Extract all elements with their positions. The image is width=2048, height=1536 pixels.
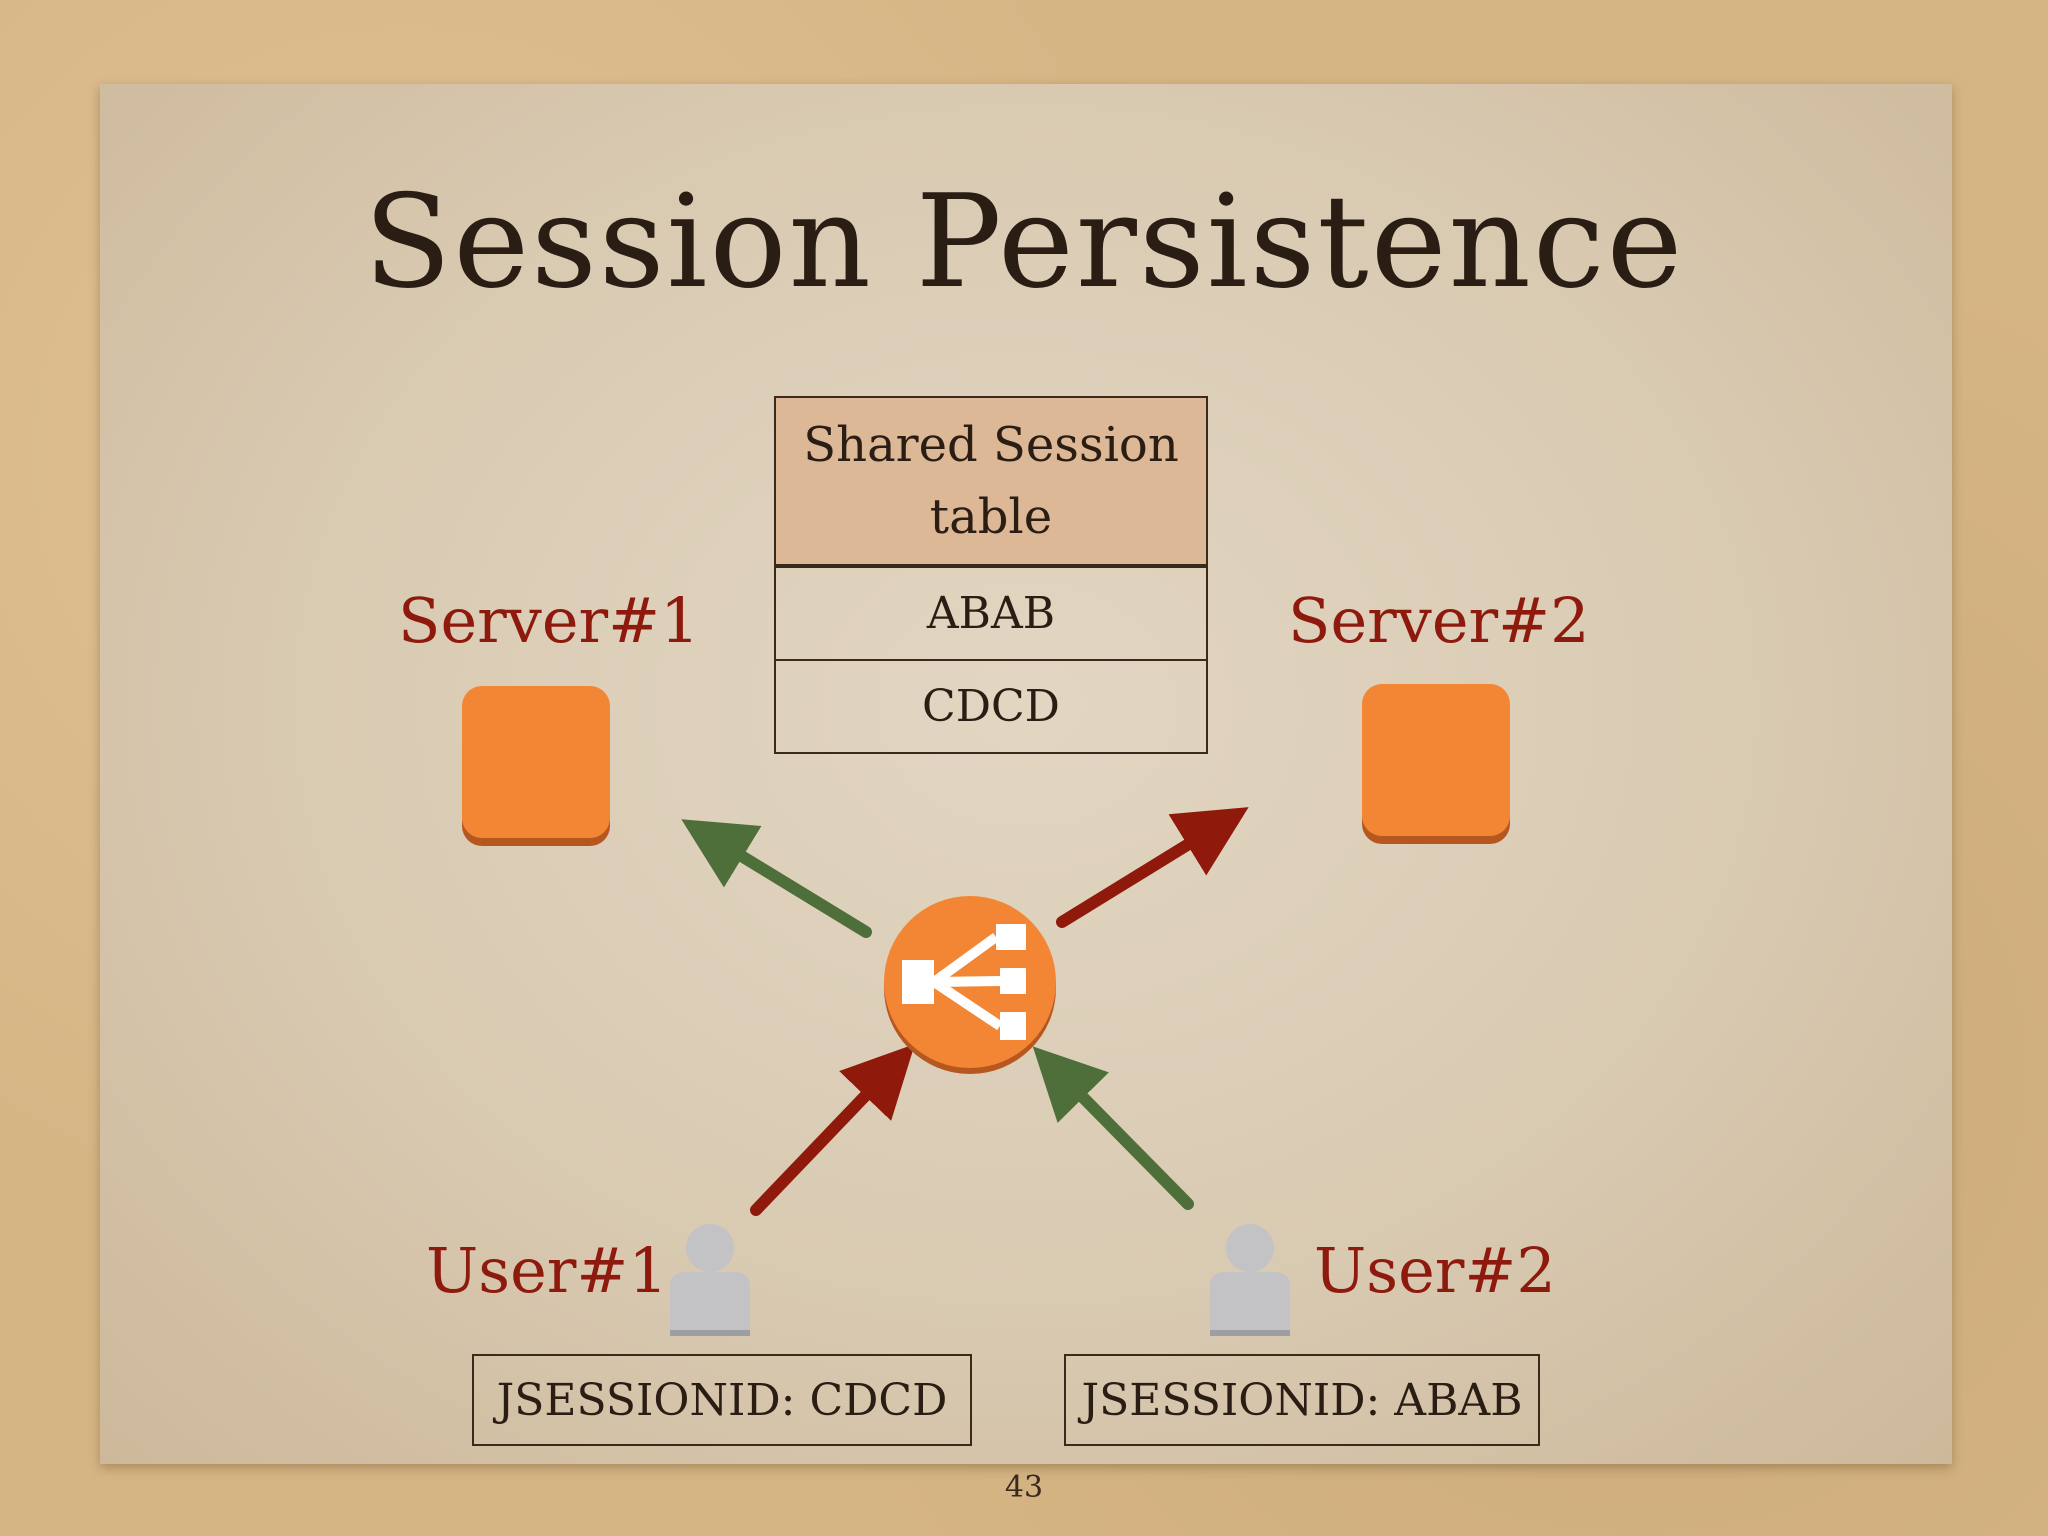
user-2-session-cookie: JSESSIONID: ABAB (1064, 1354, 1540, 1446)
user-1-label: User#1 (426, 1234, 668, 1307)
user-1-session-cookie: JSESSIONID: CDCD (472, 1354, 972, 1446)
server-2-icon (1362, 684, 1510, 836)
shared-session-table: Shared Session table ABAB CDCD (774, 396, 1208, 754)
page-number: 43 (1004, 1470, 1044, 1505)
arrow-user-2-to-lb (1032, 1046, 1194, 1210)
load-balancer-icon (884, 896, 1056, 1074)
arrow-user-1-to-lb (750, 1043, 915, 1216)
slide-paper (100, 84, 1952, 1464)
slide-title: Session Persistence (363, 168, 1685, 317)
arrow-lb-to-server-2 (1056, 807, 1249, 928)
user-2-label: User#2 (1314, 1234, 1556, 1307)
session-table-header: Shared Session table (776, 398, 1206, 568)
user-1-icon (670, 1224, 750, 1336)
server-1-label: Server#1 (398, 584, 700, 657)
session-table-row-1: ABAB (926, 588, 1056, 639)
session-table-row-2: CDCD (776, 659, 1206, 752)
user-2-icon (1210, 1224, 1290, 1336)
arrow-lb-to-server-1 (681, 819, 872, 938)
server-1-icon (462, 686, 610, 838)
server-2-label: Server#2 (1288, 584, 1590, 657)
